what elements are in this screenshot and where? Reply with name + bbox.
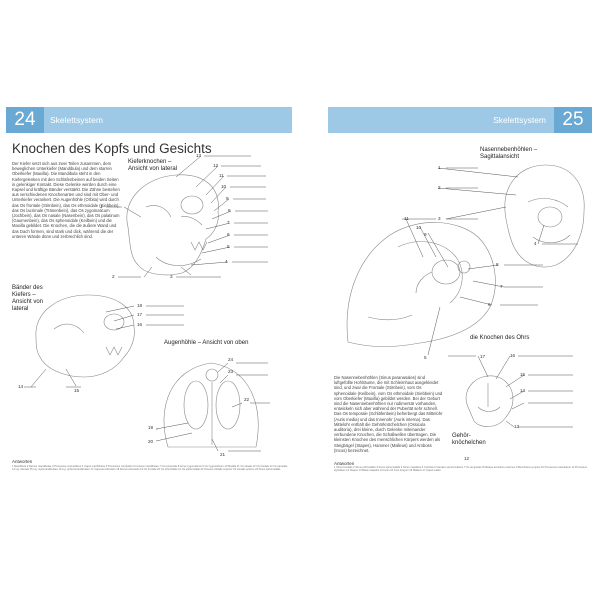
label-kiefer-4: 4 bbox=[225, 259, 228, 264]
anatomy-illustrations-left bbox=[24, 155, 270, 452]
label-kiefer-2: 2 bbox=[112, 274, 115, 279]
header-bar bbox=[6, 107, 292, 133]
label-augen-22: 22 bbox=[244, 397, 250, 402]
label-gehoer-14: 14 bbox=[520, 388, 526, 393]
label-baender-17: 17 bbox=[137, 312, 143, 317]
label-augen-21: 21 bbox=[220, 452, 226, 457]
body-text: Die Nasennebenhöhlen (Sinus paranasales)… bbox=[334, 375, 443, 453]
label-kiefer-6: 6 bbox=[227, 232, 230, 237]
page-number: 25 bbox=[554, 107, 592, 133]
label-kiefer-10: 10 bbox=[221, 184, 227, 189]
label-nasen-4: 4 bbox=[534, 241, 537, 246]
label-ohr-7: 7 bbox=[500, 284, 503, 289]
label-kiefer-3: 3 bbox=[170, 274, 173, 279]
ear-bones-drawing bbox=[346, 222, 496, 347]
section-title: Skelettsystem bbox=[493, 115, 546, 125]
anatomy-illustrations-right bbox=[346, 164, 585, 428]
label-ohr-5: 5 bbox=[424, 355, 427, 360]
book-spine bbox=[295, 100, 325, 480]
label-kiefer-11: 11 bbox=[219, 173, 224, 178]
section-title: Skelettsystem bbox=[50, 115, 103, 125]
orbit-top-drawing bbox=[163, 362, 259, 448]
page-number: 24 bbox=[6, 107, 44, 133]
label-gehoer-15: 15 bbox=[520, 372, 526, 377]
caption-kieferknochen: Kieferknochen – Ansicht von lateral bbox=[128, 159, 178, 172]
label-gehoer-12: 12 bbox=[464, 456, 470, 461]
answers-text: 1 Mandibula 2 Ramus mandibulae 3 Process… bbox=[12, 465, 288, 472]
caption-baender: Bänder des Kiefers – Ansicht von lateral bbox=[12, 285, 44, 312]
sagittal-head-drawing bbox=[504, 164, 585, 268]
answers-text: 1 Sinus frontalis 2 Sinus ethmoidalis 3 … bbox=[334, 466, 587, 473]
label-ohr-8: 8 bbox=[496, 262, 499, 267]
label-augen-20: 20 bbox=[148, 439, 154, 444]
label-ohr-11: 11 bbox=[404, 216, 409, 221]
ossicles-drawing bbox=[465, 375, 514, 427]
label-gehoer-13: 13 bbox=[514, 424, 520, 429]
caption-nasennebenhoehlen: Nasennebenhöhlen – Sagittalansicht bbox=[480, 147, 538, 160]
label-kiefer-8: 8 bbox=[228, 208, 231, 213]
caption-ohr: die Knochen des Ohrs bbox=[470, 335, 530, 341]
label-kiefer-13: 13 bbox=[196, 153, 202, 158]
label-nasen-2: 2 bbox=[438, 185, 441, 190]
label-augen-19: 19 bbox=[148, 425, 154, 430]
label-kiefer-5: 5 bbox=[227, 244, 230, 249]
right-page: 25 Skelettsystem Nasennebenhöhlen – Sagi… bbox=[328, 107, 592, 473]
label-baender-16: 16 bbox=[137, 322, 143, 327]
label-kiefer-1: 1 bbox=[100, 204, 103, 209]
label-ohr-9: 9 bbox=[424, 232, 427, 237]
label-baender-18: 18 bbox=[137, 303, 143, 308]
skull-lateral-drawing bbox=[126, 174, 219, 276]
caption-augenhoehle: Augenhöhle – Ansicht von oben bbox=[164, 340, 249, 346]
label-gehoer-17: 17 bbox=[480, 354, 486, 359]
label-nasen-3: 3 bbox=[438, 216, 441, 221]
label-augen-23: 23 bbox=[228, 369, 234, 374]
page-title: Knochen des Kopfs und Gesichts bbox=[12, 141, 212, 156]
answers-heading: Antworten bbox=[334, 461, 355, 466]
answers-heading: Antworten bbox=[12, 459, 33, 464]
label-baender-14: 14 bbox=[18, 384, 24, 389]
label-kiefer-12: 12 bbox=[213, 163, 219, 168]
left-page: 24 Skelettsystem Knochen des Kopfs und G… bbox=[6, 107, 292, 472]
leader-lines-right bbox=[402, 167, 578, 428]
label-baender-15: 15 bbox=[74, 388, 80, 393]
label-kiefer-9: 9 bbox=[226, 196, 229, 201]
header-bar bbox=[328, 107, 592, 133]
label-nasen-1: 1 bbox=[438, 165, 441, 170]
label-gehoer-16: 16 bbox=[510, 353, 516, 358]
jaw-ligaments-drawing bbox=[35, 294, 135, 378]
label-ohr-6: 6 bbox=[488, 302, 491, 307]
label-ohr-10: 10 bbox=[416, 225, 422, 230]
caption-gehoerknoechelchen: Gehör­knöchelchen bbox=[452, 433, 486, 446]
leader-lines-left bbox=[24, 155, 270, 452]
label-augen-24: 24 bbox=[228, 357, 234, 362]
label-kiefer-7: 7 bbox=[227, 220, 230, 225]
intro-text: Der Kiefer setzt sich aus zwei Teilen zu… bbox=[12, 161, 120, 239]
